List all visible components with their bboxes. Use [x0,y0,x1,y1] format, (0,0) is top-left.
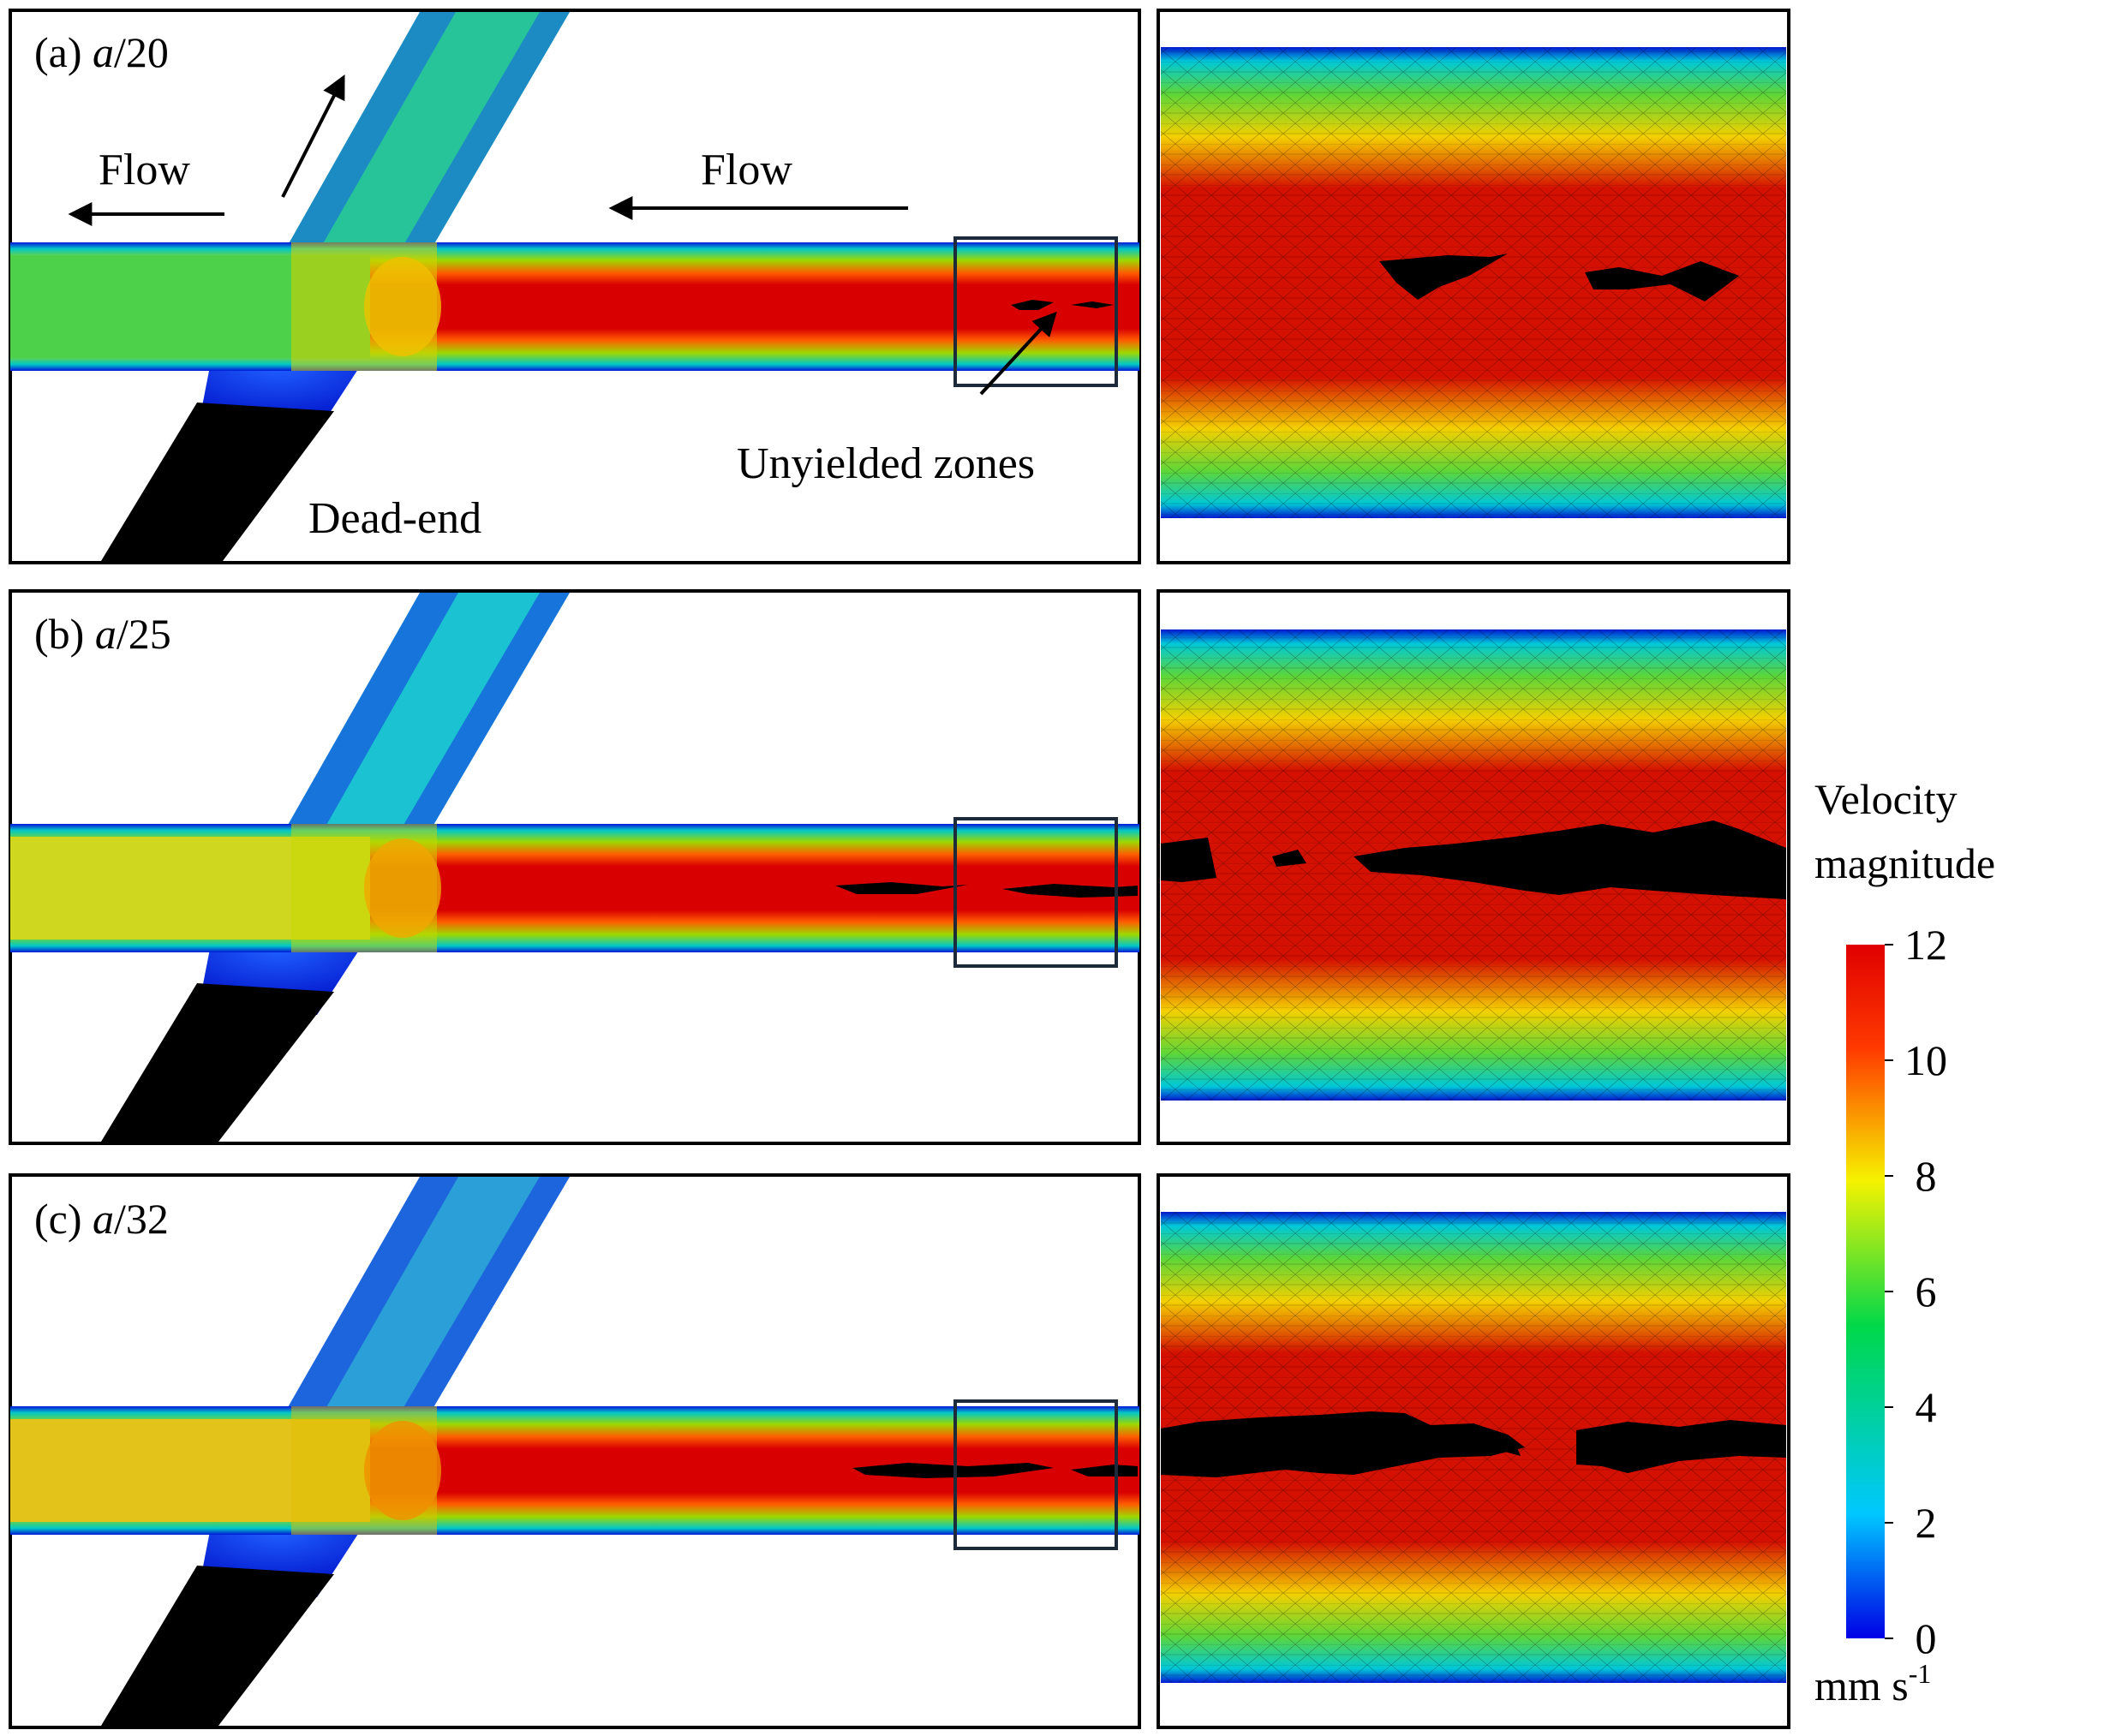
dead-end-label: Dead-end [308,494,481,543]
panel-c-label: (c) a/32 [34,1195,169,1243]
unyielded-arrow [979,311,1057,396]
zoom-panel-c-unyielded [1161,1411,1786,1477]
colorbar-tick-label: 10 [1904,1036,1947,1084]
zoom-panel-c [1157,1173,1790,1729]
flow-arrow-branch [281,75,345,198]
flow-label-left: Flow [99,146,190,194]
colorbar-unit: mm s-1 [1814,1658,1931,1709]
panel-c-zoom-box [953,1399,1118,1550]
zoom-panel-a-unyielded [1379,254,1739,301]
colorbar-tick-label: 8 [1916,1152,1937,1200]
zoom-panel-b-unyielded [1161,820,1786,899]
panel-a-label: (a) a/20 [34,28,169,76]
panel-c: (c) a/32 [9,1173,1141,1729]
colorbar-title-line1: Velocity [1814,775,1958,823]
panel-c-dead-end [101,1566,334,1726]
zoom-panel-a [1157,9,1790,564]
flow-label-right: Flow [701,146,792,194]
panel-b-unyielded-zone [835,882,1138,898]
colorbar-tick-label: 6 [1916,1268,1937,1315]
colorbar-tick-label: 2 [1916,1499,1937,1547]
panel-b-zoom-box [953,817,1118,968]
panel-b: (b) a/25 [9,589,1141,1145]
panel-a-unyielded-zone [1011,300,1114,310]
panel-b-label: (b) a/25 [34,610,171,658]
colorbar-tick-label: 12 [1904,921,1947,969]
panel-a-dead-end [101,403,334,561]
panel-a-upper-branch [287,12,570,247]
panel-c-unyielded-zone [852,1463,1138,1478]
colorbar-title-line2: magnitude [1814,839,1995,887]
colorbar-ticks: 12 10 8 6 4 2 0 [1885,921,1947,1662]
panel-a-zoom-box [953,236,1118,387]
unyielded-label: Unyielded zones [737,439,1035,488]
colorbar-tick-label: 0 [1916,1614,1937,1662]
zoom-panel-b [1157,589,1790,1145]
panel-a: (a) a/20 Flow Flow Unyielded zones Dead-… [9,9,1141,564]
colorbar: Velocity magnitude 12 10 8 6 4 2 0 mm s-1 [1814,775,1995,1709]
colorbar-gradient [1846,945,1885,1638]
colorbar-tick-label: 4 [1916,1383,1937,1431]
panel-b-dead-end [101,983,334,1142]
